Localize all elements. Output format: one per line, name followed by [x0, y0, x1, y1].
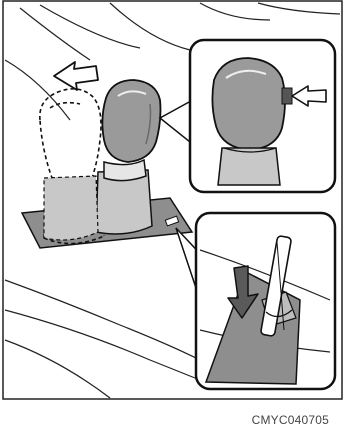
lever-boot [44, 160, 152, 240]
main-arrow-left-icon [54, 62, 98, 90]
figure-code: CMYC040705 [252, 413, 329, 427]
shift-knob [102, 80, 160, 162]
inset-bottom [196, 213, 335, 389]
inset-top [190, 40, 335, 192]
